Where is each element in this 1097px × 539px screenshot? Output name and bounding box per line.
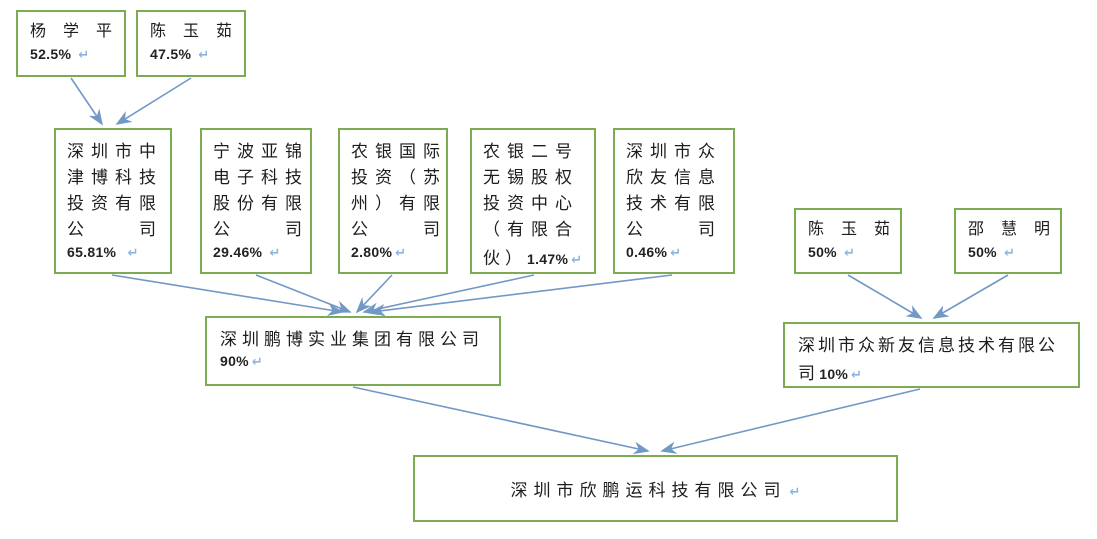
ownership-pct: 47.5% [150,46,196,62]
holding-box-pengbo-industrial-group: 深圳鹏博实业集团有限公司 90%↵ [205,316,501,386]
arrow-b4-d1 [362,274,535,316]
ownership-pct: 1.47% [527,251,569,267]
return-mark-icon: ↵ [789,485,801,500]
return-mark-icon: ↵ [127,246,139,261]
arrow-b3-d1 [355,274,393,314]
arrow-c1-d2 [847,274,923,319]
ownership-pct: 50% [968,244,1002,260]
shareholder-name: 邵 慧 明 [968,221,1054,238]
arrow-b5-d1 [369,274,673,317]
shareholder-box-zhongjinbo-investment: 深圳市中 津博科技 投资有限 公 司 65.81% ↵ [54,128,172,274]
company-name-line: 深圳市欣鹏运科技有限公司↵ [511,476,801,501]
ownership-line: 29.46% ↵ [213,244,310,261]
shareholder-name: 陈 玉 茹 [808,221,894,238]
return-mark-icon: ↵ [251,355,263,370]
arrow-b2-d1 [255,274,352,313]
holding-box-zhongxinyou-new-info-tech: 深圳市众新友信息技术有限公 司 10%↵ [783,322,1080,388]
shareholder-name: 陈 玉 茹 [150,23,236,40]
company-name: 农银国际 投资（苏 州）有限 公 司 [351,142,447,239]
ownership-line: 伙）1.47%↵ [483,244,594,269]
shareholder-name: 杨 学 平 [30,23,116,40]
arrow-d1-e [352,386,650,455]
ownership-line: 2.80%↵ [351,244,446,261]
company-name: 深圳鹏博实业集团有限公司 [220,330,484,349]
shareholder-box-nongyin-international: 农银国际 投资（苏 州）有限 公 司 2.80%↵ [338,128,448,274]
shareholder-box-nongyin-no2-wuxi: 农银二号 无锡股权 投资中心 （有限合 伙）1.47%↵ [470,128,596,274]
ownership-pct: 0.46% [626,244,668,260]
return-mark-icon: ↵ [571,253,583,268]
ownership-pct: 50% [808,244,842,260]
ownership-line: 47.5% ↵ [150,46,244,63]
shareholder-box-chen-yuru-top: 陈 玉 茹 47.5% ↵ [136,10,246,77]
target-company-box-xinpengyun: 深圳市欣鹏运科技有限公司↵ [413,455,898,522]
company-name: 深圳市众新友信息技术有限公 [798,336,1058,355]
ownership-pct: 90% [220,353,249,369]
company-name: 农银二号 无锡股权 投资中心 （有限合 [483,142,579,239]
ownership-line: 90%↵ [220,353,499,370]
shareholder-box-zhongxinyou-info-tech: 深圳市众 欣友信息 技术有限 公 司 0.46%↵ [613,128,735,274]
return-mark-icon: ↵ [198,48,210,63]
shareholder-box-ningbo-yajin: 宁波亚锦 电子科技 股份有限 公 司 29.46% ↵ [200,128,312,274]
company-name: 宁波亚锦 电子科技 股份有限 公 司 [213,142,309,239]
ownership-line: 50% ↵ [968,244,1060,261]
company-name: 深圳市中 津博科技 投资有限 公 司 [67,142,163,239]
shareholder-box-yang-xueping: 杨 学 平 52.5% ↵ [16,10,126,77]
ownership-line: 52.5% ↵ [30,46,124,63]
return-mark-icon: ↵ [78,48,90,63]
ownership-line: 司 10%↵ [798,359,1078,384]
ownership-line: 65.81% ↵ [67,244,170,261]
return-mark-icon: ↵ [844,246,856,261]
shareholder-box-chen-yuru-right: 陈 玉 茹 50% ↵ [794,208,902,274]
return-mark-icon: ↵ [269,246,281,261]
arrow-c2-d2 [932,274,1009,319]
ownership-line: 0.46%↵ [626,244,733,261]
company-name-tail: 伙） [483,249,527,268]
company-name: 深圳市众 欣友信息 技术有限 公 司 [626,142,722,239]
ownership-pct: 2.80% [351,244,393,260]
arrow-a1-b1 [70,77,103,126]
ownership-pct: 10% [819,366,849,382]
arrow-d2-e [660,388,921,454]
ownership-line: 50% ↵ [808,244,900,261]
return-mark-icon: ↵ [670,246,682,261]
company-name: 深圳市欣鹏运科技有限公司 [510,481,787,500]
ownership-pct: 65.81% [67,244,125,260]
ownership-pct: 29.46% [213,244,267,260]
return-mark-icon: ↵ [1004,246,1016,261]
return-mark-icon: ↵ [395,246,407,261]
arrow-a2-b1 [115,77,192,125]
arrow-b1-d1 [111,274,344,316]
ownership-pct: 52.5% [30,46,76,62]
company-name-tail: 司 [798,364,820,383]
shareholder-box-shao-huiming: 邵 慧 明 50% ↵ [954,208,1062,274]
return-mark-icon: ↵ [851,368,863,383]
